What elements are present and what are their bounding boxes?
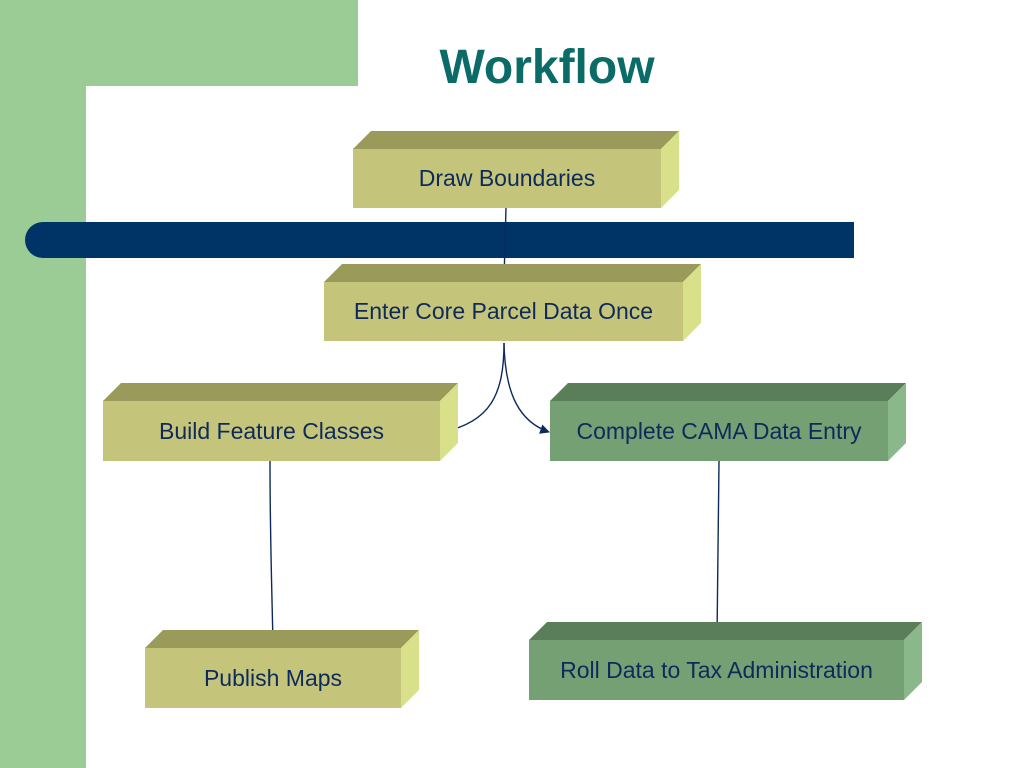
step-label-draw-boundaries: Draw Boundaries [418,165,596,191]
step-box-top-face [529,622,922,640]
background-accent-left [0,0,86,768]
step-box-front-face [529,640,904,700]
connector-enter-core-parcel-data-to-complete-cama-data-entry [503,342,550,434]
step-box-side-face [440,383,458,461]
step-box-side-face [904,622,922,700]
step-box-complete-cama-data-entry [550,383,906,461]
connector-complete-cama-data-entry-to-roll-data-to-tax-administration [712,460,722,639]
step-box-top-face [324,264,701,282]
step-box-side-face [661,131,679,208]
step-box-top-face [103,383,458,401]
step-box-front-face [550,401,888,461]
connector-build-feature-classes-to-publish-maps [267,460,278,647]
step-label-roll-data-to-tax-administration: Roll Data to Tax Administration [560,656,873,683]
content-panel-corner [86,86,166,166]
step-box-top-face [353,131,679,149]
step-box-side-face [683,264,701,341]
step-label-complete-cama-data-entry: Complete CAMA Data Entry [576,417,862,444]
step-box-draw-boundaries [353,131,679,208]
step-box-build-feature-classes [103,383,458,461]
step-label-build-feature-classes: Build Feature Classes [159,417,384,444]
step-box-side-face [888,383,906,461]
step-box-front-face [103,401,440,461]
step-box-roll-data-to-tax-administration [529,622,922,700]
slide-title: Workflow [439,41,655,94]
step-box-publish-maps [145,630,419,708]
step-box-front-face [145,648,401,708]
step-label-publish-maps: Publish Maps [203,664,343,691]
horizontal-bar [25,222,854,258]
step-box-side-face [401,630,419,708]
step-box-front-face [324,282,683,341]
step-label-enter-core-parcel-data: Enter Core Parcel Data Once [353,298,654,324]
step-box-enter-core-parcel-data [324,264,701,341]
step-box-top-face [550,383,906,401]
step-box-front-face [353,149,661,208]
background-accent-top [0,0,358,86]
step-box-top-face [145,630,419,648]
